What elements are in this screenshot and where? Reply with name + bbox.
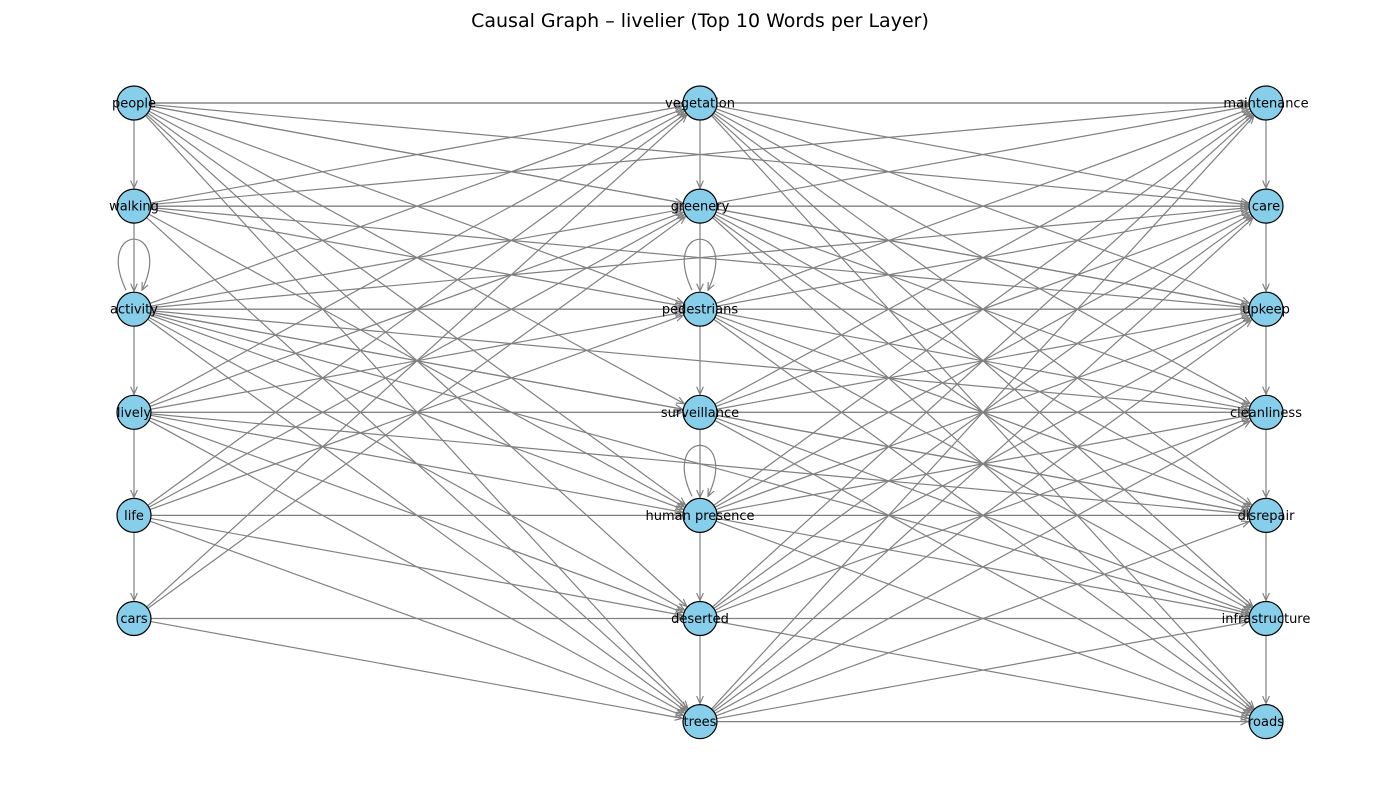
node-circle <box>682 291 718 327</box>
node-infrastructure: infrastructure <box>1222 600 1311 637</box>
node-circle <box>682 85 718 121</box>
node-label: maintenance <box>1223 97 1308 112</box>
node-cleanliness: cleanliness <box>1230 394 1302 430</box>
node-label: human presence <box>646 509 755 524</box>
node-circle <box>682 703 718 740</box>
node-walking: walking <box>109 188 159 224</box>
node-circle <box>116 394 152 430</box>
node-surveillance: surveillance <box>661 394 739 430</box>
edge-walking-to-maintenance <box>150 105 1248 206</box>
edge-trees-to-maintenance <box>711 116 1253 710</box>
node-life: life <box>116 497 152 534</box>
edge-surveillance-to-maintenance <box>714 112 1250 405</box>
node-label: pedestrians <box>662 303 739 318</box>
node-circle <box>1248 85 1284 121</box>
node-circle <box>1248 291 1284 327</box>
edge-cars-to-trees <box>150 620 683 719</box>
node-circle <box>682 497 718 534</box>
node-care: care <box>1248 188 1284 224</box>
edge-activity-self-loop <box>117 238 151 290</box>
edge-lively-to-disrepair <box>150 413 1248 514</box>
edge-pedestrians-to-maintenance <box>715 109 1249 304</box>
node-label: cars <box>120 612 147 627</box>
node-label: infrastructure <box>1222 612 1311 627</box>
node-activity: activity <box>110 291 158 327</box>
node-label: activity <box>110 303 158 318</box>
edge-life-to-deserted <box>150 517 683 615</box>
node-disrepair: disrepair <box>1238 497 1296 534</box>
node-label: roads <box>1248 715 1284 730</box>
edge-trees-to-cleanliness <box>714 421 1250 714</box>
node-lively: lively <box>116 394 152 430</box>
edge-lively-to-vegetation <box>148 112 684 405</box>
node-maintenance: maintenance <box>1223 85 1309 121</box>
node-label: lively <box>117 406 152 421</box>
node-label: disrepair <box>1238 509 1296 524</box>
node-label: vegetation <box>665 97 735 112</box>
node-label: cleanliness <box>1230 406 1302 421</box>
node-circle <box>116 600 152 637</box>
node-label: upkeep <box>1242 303 1290 318</box>
node-people: people <box>112 85 156 121</box>
node-label: people <box>112 97 156 112</box>
edge-deserted-to-maintenance <box>712 115 1253 608</box>
edge-lively-to-human-presence <box>150 414 683 512</box>
node-pedestrians: pedestrians <box>662 291 739 327</box>
node-circle <box>116 497 152 534</box>
node-label: care <box>1252 200 1280 215</box>
node-upkeep: upkeep <box>1242 291 1290 327</box>
node-circle <box>116 188 152 224</box>
node-label: greenery <box>671 200 730 215</box>
node-circle <box>682 188 718 224</box>
node-circle <box>682 600 718 637</box>
nodes-layer: people walking activity lively life cars veget… <box>109 85 1311 740</box>
edge-activity-to-care <box>150 208 1248 309</box>
node-circle <box>116 85 152 121</box>
node-human-presence: human presence <box>646 497 755 534</box>
edge-pedestrians-self-loop <box>683 238 717 290</box>
node-circle <box>116 291 152 327</box>
node-label: surveillance <box>661 406 739 421</box>
edge-trees-to-disrepair <box>715 522 1249 717</box>
node-label: trees <box>684 715 717 730</box>
node-circle <box>1248 600 1284 637</box>
edge-greenery-to-maintenance <box>716 106 1249 204</box>
node-circle <box>682 394 718 430</box>
node-circle <box>1248 497 1284 534</box>
node-label: life <box>124 509 144 524</box>
edge-human-presence-self-loop <box>683 444 717 496</box>
graph-title: Causal Graph – livelier (Top 10 Words pe… <box>471 10 929 32</box>
node-cars: cars <box>116 600 152 637</box>
edge-trees-to-upkeep <box>713 320 1252 713</box>
edge-human-presence-to-maintenance <box>713 114 1252 506</box>
node-roads: roads <box>1248 703 1284 740</box>
node-greenery: greenery <box>671 188 730 224</box>
edge-trees-to-care <box>712 218 1253 711</box>
node-circle <box>1248 188 1284 224</box>
node-label: deserted <box>671 612 729 627</box>
edge-activity-to-cleanliness <box>150 310 1248 411</box>
node-circle <box>1248 703 1284 740</box>
node-trees: trees <box>682 703 718 740</box>
node-deserted: deserted <box>671 600 729 637</box>
node-circle <box>1248 394 1284 430</box>
edge-trees-to-infrastructure <box>716 622 1249 720</box>
node-label: walking <box>109 200 159 215</box>
node-vegetation: vegetation <box>665 85 735 121</box>
